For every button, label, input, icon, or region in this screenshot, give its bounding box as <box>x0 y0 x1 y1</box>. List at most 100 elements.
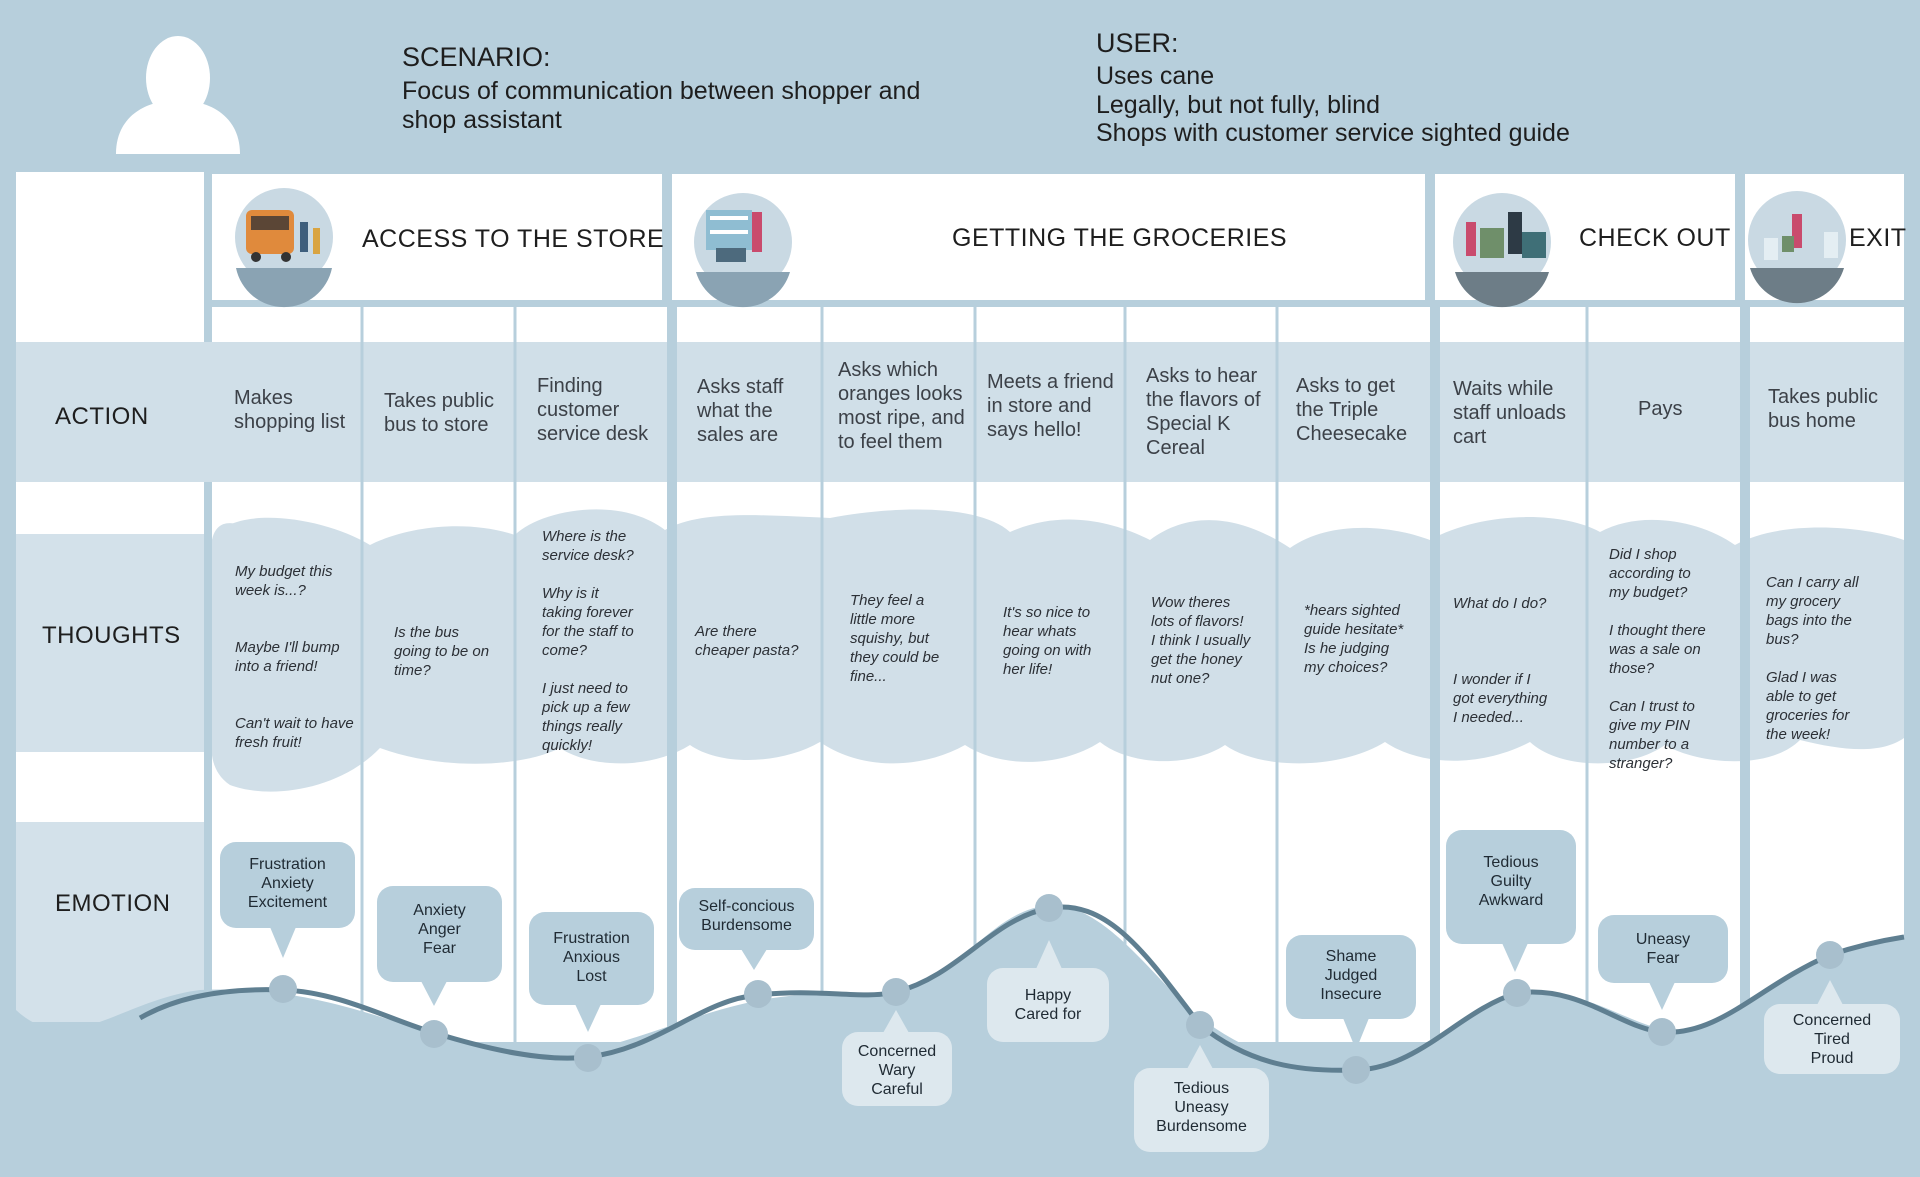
thought-text-3: Where is the service desk? Why is it tak… <box>542 528 634 754</box>
emotion-text-1: Frustration Anxiety Excitement <box>247 856 328 911</box>
user-line-1: Uses cane <box>1096 62 1215 90</box>
action-text-2: Takes public bus to store <box>384 389 494 437</box>
emotion-bubble-pointer <box>270 927 296 958</box>
emotion-point <box>744 980 772 1008</box>
action-text-11: Takes public bus home <box>1768 385 1878 433</box>
emotion-bubble <box>842 1032 952 1106</box>
action-line: Pays <box>1638 398 1683 420</box>
emotion-text-10: Uneasy Fear <box>1635 931 1691 967</box>
emotion-point <box>1035 894 1063 922</box>
emotion-text-11: Concerned Tired Proud <box>1792 1012 1872 1067</box>
action-line: Makes <box>234 387 293 409</box>
phase-label-groceries: GETTING THE GROCERIES <box>952 224 1288 252</box>
phase-underline <box>212 300 1904 307</box>
emotion-bubble <box>220 842 355 928</box>
thought-text-4: Are there cheaper pasta? <box>695 623 799 659</box>
thought-cloud-left <box>212 523 240 785</box>
action-line: in store and <box>987 395 1092 417</box>
action-text-3: Finding customer service desk <box>537 374 648 446</box>
checkout-counter-illustration-icon <box>1453 193 1551 308</box>
thought-text-1: My budget this week is...? Maybe I'll bu… <box>235 563 354 751</box>
action-line: the Triple <box>1296 399 1379 421</box>
emotion-bubble-pointer <box>1817 980 1843 1005</box>
action-line: cart <box>1453 426 1487 448</box>
thought-text-11: Can I carry all my grocery bags into the… <box>1766 574 1859 743</box>
column-divider <box>1430 307 1440 1067</box>
emotion-point <box>1816 941 1844 969</box>
column-dividers <box>360 307 1750 1067</box>
emotion-bubble-pointer <box>741 949 767 970</box>
label-column-top <box>16 172 204 342</box>
action-text-8: Asks to get the Triple Cheesecake <box>1296 374 1407 446</box>
action-line: service desk <box>537 423 649 445</box>
user-avatar-icon <box>116 36 240 154</box>
emotion-bubble <box>679 888 814 950</box>
thought-text-2: Is the bus going to be on time? <box>394 624 490 679</box>
thought-text-5: They feel a little more squishy, but the… <box>850 592 940 685</box>
column-divider <box>1275 307 1279 1067</box>
action-line: to feel them <box>838 431 943 453</box>
emotion-bubble-pointer <box>1502 943 1528 972</box>
action-text-6: Meets a friend in store and says hello! <box>987 370 1114 442</box>
step-header-strip <box>212 307 1904 342</box>
emotion-bubble-pointer <box>1649 982 1675 1010</box>
thought-text-8: *hears sighted guide hesitate* Is he jud… <box>1304 602 1404 676</box>
action-line: what the <box>697 400 773 422</box>
emotion-bubble <box>529 912 654 1005</box>
emotion-area <box>16 905 1904 1177</box>
emotion-bubble <box>377 886 502 982</box>
emotion-bubble <box>1764 1004 1900 1074</box>
action-line: bus home <box>1768 410 1856 432</box>
emotion-bubble-pointer <box>1036 940 1062 969</box>
column-divider <box>360 307 364 1067</box>
scenario-title: SCENARIO: <box>402 42 551 72</box>
column-divider <box>1123 307 1127 1067</box>
action-text-9: Waits while staff unloads cart <box>1453 377 1566 449</box>
action-line: shopping list <box>234 411 346 433</box>
action-line: Finding <box>537 375 603 397</box>
user-title: USER: <box>1096 28 1179 58</box>
column-divider <box>973 307 977 1067</box>
action-line: staff unloads <box>1453 402 1567 424</box>
scenario-line-2: shop assistant <box>402 106 562 134</box>
thought-text-7: Wow theres lots of flavors! I think I us… <box>1151 594 1251 687</box>
walking-shopper-illustration-icon <box>1748 191 1846 304</box>
emotion-bubble <box>1446 830 1576 944</box>
action-line: Takes public <box>1768 386 1879 408</box>
emotion-point <box>420 1020 448 1048</box>
thought-cloud <box>212 509 1904 792</box>
action-line: bus to store <box>384 414 489 436</box>
action-line: Asks which <box>838 359 939 381</box>
row-label-emotion: EMOTION <box>55 890 171 917</box>
emotion-label-panel <box>16 822 204 1022</box>
emotion-bubble <box>1134 1068 1269 1152</box>
scenario-line-1: Focus of communication between shopper a… <box>402 77 921 105</box>
user-line-2: Legally, but not fully, blind <box>1096 91 1380 119</box>
phase-label-access: ACCESS TO THE STORE <box>362 225 665 253</box>
emotion-text-5: Concerned Wary Careful <box>857 1043 937 1098</box>
action-line: customer <box>537 399 620 421</box>
action-text-4: Asks staff what the sales are <box>697 375 783 447</box>
bus-stop-illustration-icon <box>235 188 333 308</box>
action-line: Asks to get <box>1296 375 1395 397</box>
column-divider <box>820 307 824 1067</box>
action-line: oranges looks <box>838 383 963 405</box>
emotion-bubble-pointer <box>1343 1018 1369 1050</box>
emotion-point <box>269 975 297 1003</box>
action-line: Meets a friend <box>987 371 1114 393</box>
emotion-text-3: Frustration Anxious Lost <box>553 930 630 985</box>
emotion-bubble-pointer <box>883 1010 909 1033</box>
label-column-gap-2 <box>16 752 204 822</box>
row-label-thoughts: THOUGHTS <box>42 622 181 649</box>
emotion-point <box>1186 1011 1214 1039</box>
action-line: Waits while <box>1453 378 1554 400</box>
emotion-text-7: Tedious Uneasy Burdensome <box>1156 1080 1247 1135</box>
column-divider <box>1740 307 1750 1067</box>
label-column-gap <box>16 482 204 534</box>
phase-label-checkout: CHECK OUT <box>1579 224 1731 252</box>
column-divider <box>513 307 517 1067</box>
emotion-callouts <box>220 830 1900 1152</box>
action-band <box>212 342 1904 482</box>
